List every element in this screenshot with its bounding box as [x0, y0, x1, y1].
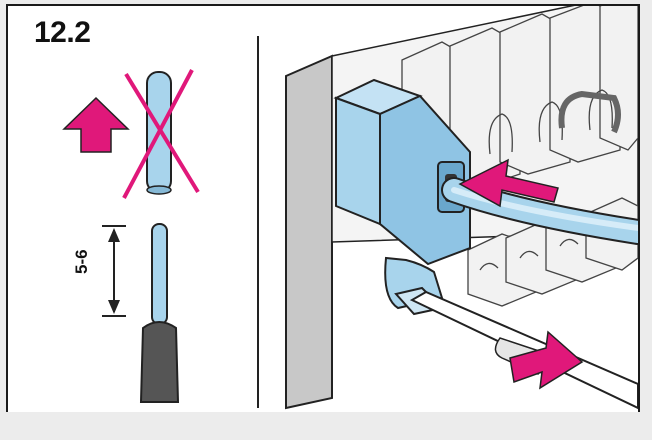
figure-frame: 12.2 5-6 [6, 4, 640, 412]
dimension-marker [102, 226, 126, 316]
strip-length-label: 5-6 [72, 249, 92, 274]
screwdriver [396, 288, 638, 408]
step-number: 12.2 [34, 16, 90, 50]
illustration [8, 6, 638, 412]
stripped-wire [141, 224, 178, 402]
up-arrow-icon [64, 98, 128, 152]
